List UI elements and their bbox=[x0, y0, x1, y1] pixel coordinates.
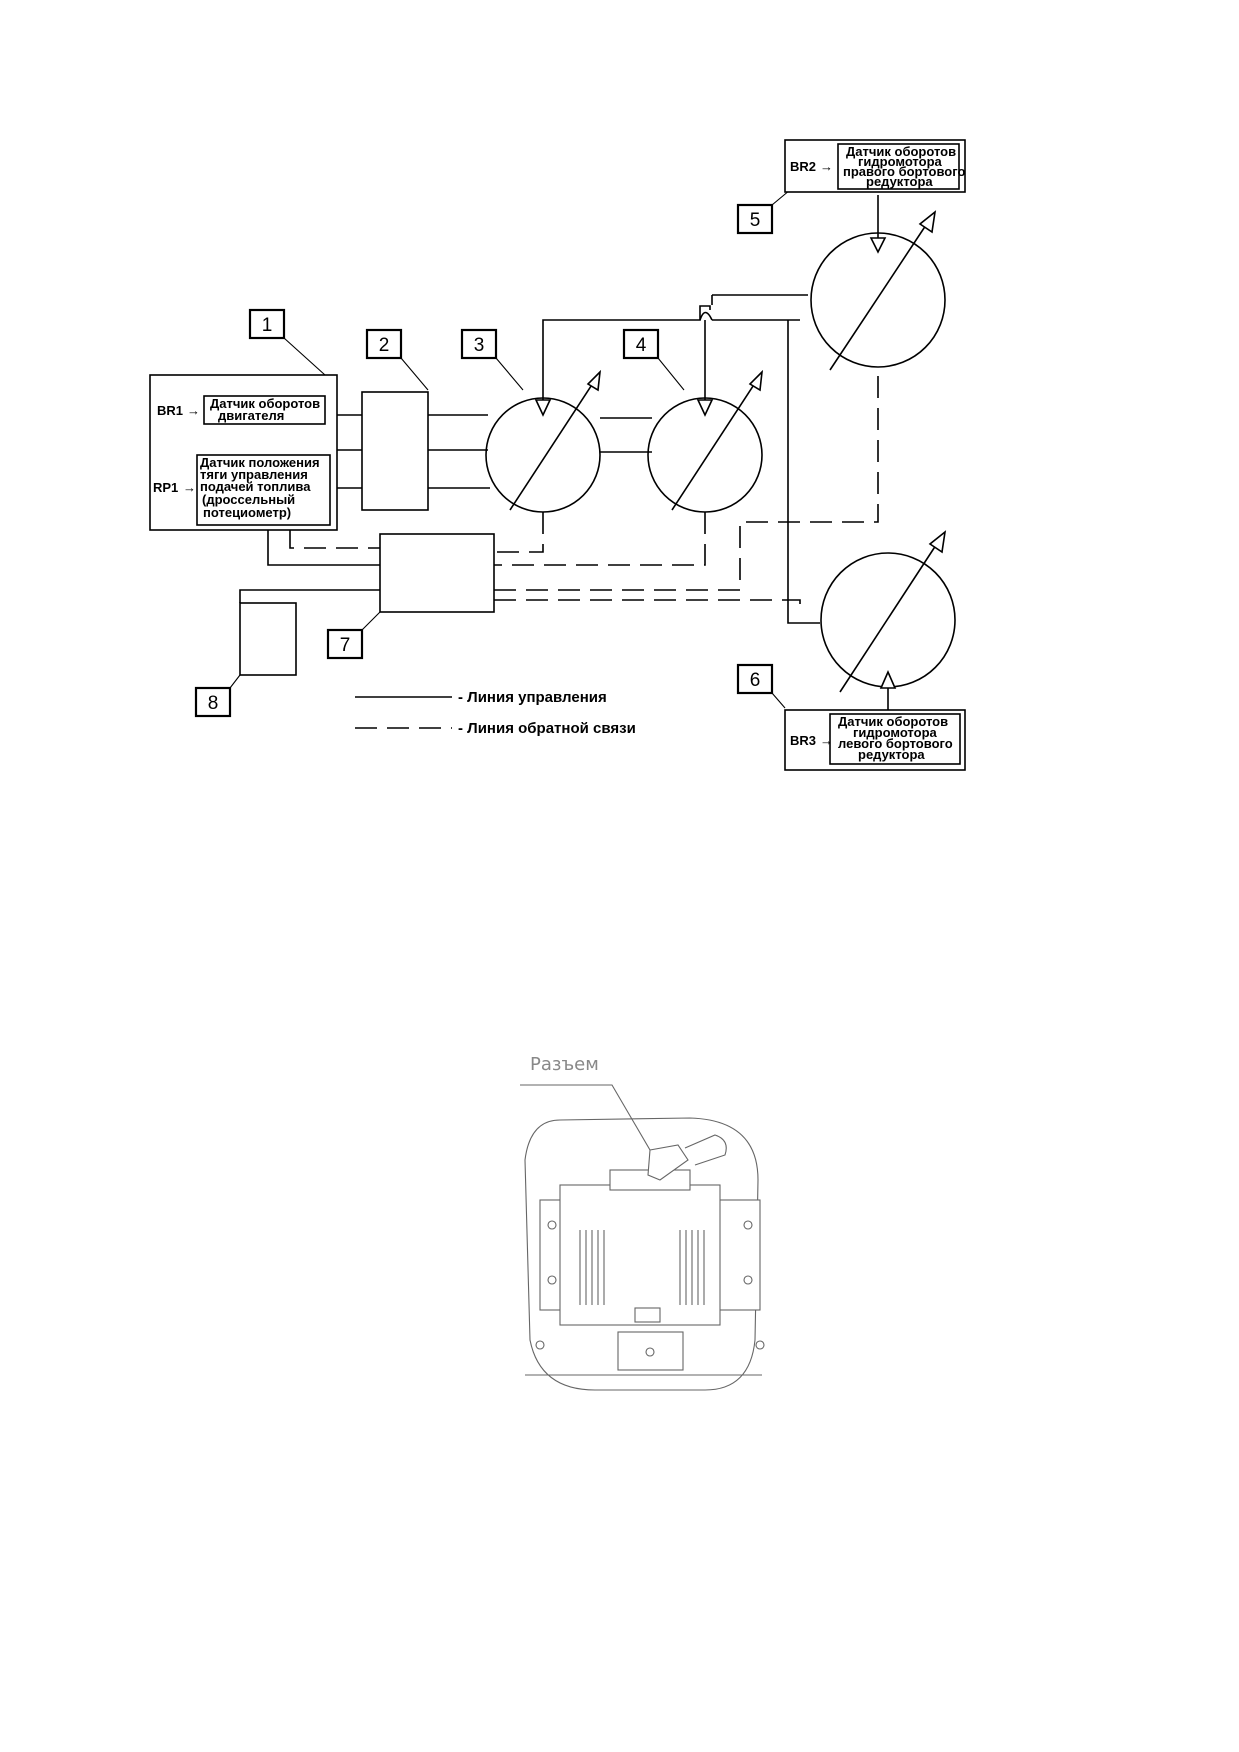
svg-text:потециометр): потециометр) bbox=[203, 505, 291, 520]
block-8 bbox=[239, 602, 297, 676]
hydromotor-6 bbox=[820, 530, 956, 712]
svg-text:тяги управления: тяги управления bbox=[200, 467, 308, 482]
callout-6: 6 bbox=[736, 663, 786, 709]
svg-text:BR2: BR2 bbox=[790, 159, 816, 174]
svg-text:7: 7 bbox=[340, 635, 351, 656]
callout-7: 7 bbox=[326, 611, 381, 660]
svg-text:Датчик оборотов: Датчик оборотов bbox=[846, 144, 956, 159]
svg-text:правого бортового: правого бортового bbox=[843, 164, 965, 179]
svg-text:- Линия обратной связи: - Линия обратной связи bbox=[458, 720, 636, 737]
block-7-controller bbox=[379, 533, 495, 613]
hydromotor-5 bbox=[810, 195, 946, 371]
svg-text:1: 1 bbox=[262, 315, 273, 336]
svg-text:BR1: BR1 bbox=[157, 403, 183, 418]
callout-3: 3 bbox=[460, 328, 524, 391]
svg-text:→: → bbox=[187, 403, 200, 418]
callout-1: 1 bbox=[248, 308, 326, 376]
svg-text:- Линия управления: - Линия управления bbox=[458, 689, 607, 706]
svg-text:3: 3 bbox=[474, 335, 485, 356]
connector-icon bbox=[647, 1144, 689, 1181]
sensor-br2: BR2 → Датчик оборотов гидромотора правог… bbox=[784, 139, 966, 193]
svg-text:Датчик положения: Датчик положения bbox=[200, 455, 320, 470]
svg-text:(дроссельный: (дроссельный bbox=[202, 492, 295, 507]
svg-text:редуктора: редуктора bbox=[866, 174, 933, 189]
callout-2: 2 bbox=[365, 328, 429, 391]
svg-text:гидромотора: гидромотора bbox=[858, 154, 943, 169]
svg-text:подачей топлива: подачей топлива bbox=[200, 479, 311, 494]
svg-text:2: 2 bbox=[379, 335, 390, 356]
sensor-br1: BR1 → Датчик оборотов двигателя bbox=[157, 395, 326, 425]
svg-text:BR3: BR3 bbox=[790, 733, 816, 748]
sensor-br3: BR3 → Датчик оборотов гидромотора левого… bbox=[784, 709, 966, 771]
callout-5: 5 bbox=[736, 189, 791, 235]
block-2 bbox=[361, 391, 429, 511]
sensor-rp1: RP1 → Датчик положения тяги управления п… bbox=[153, 454, 331, 526]
svg-text:редуктора: редуктора bbox=[858, 747, 925, 762]
svg-text:двигателя: двигателя bbox=[218, 408, 284, 423]
legend: - Линия управления - Линия обратной связ… bbox=[355, 689, 636, 737]
svg-text:5: 5 bbox=[750, 210, 761, 231]
control-scheme-diagram: 1 2 3 4 5 6 7 bbox=[149, 139, 966, 771]
svg-text:6: 6 bbox=[750, 670, 761, 691]
svg-text:Датчик оборотов: Датчик оборотов bbox=[210, 396, 320, 411]
svg-text:→: → bbox=[183, 480, 196, 495]
svg-text:→: → bbox=[820, 159, 833, 174]
svg-text:RP1: RP1 bbox=[153, 480, 178, 495]
svg-text:гидромотора: гидромотора bbox=[853, 725, 938, 740]
svg-text:левого бортового: левого бортового bbox=[838, 736, 953, 751]
svg-text:Датчик оборотов: Датчик оборотов bbox=[838, 714, 948, 729]
svg-text:4: 4 bbox=[636, 335, 647, 356]
callout-8: 8 bbox=[194, 674, 241, 718]
unit-drawing: Разъем bbox=[520, 1054, 765, 1391]
connector-label: Разъем bbox=[530, 1054, 599, 1075]
callout-4: 4 bbox=[622, 328, 685, 391]
svg-text:8: 8 bbox=[208, 693, 219, 714]
